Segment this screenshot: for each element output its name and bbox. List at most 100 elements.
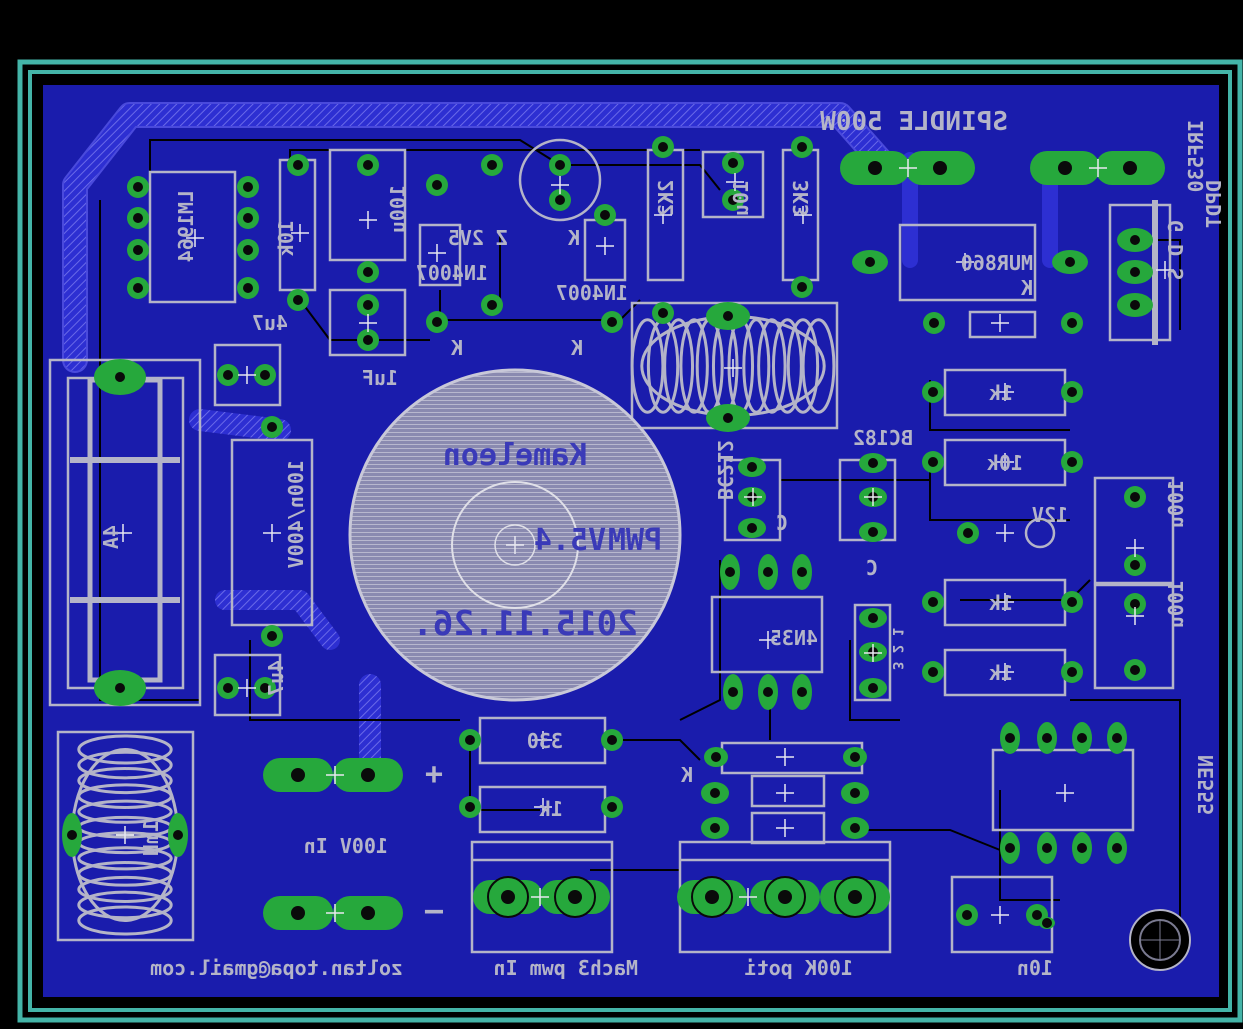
pad-drill [293,295,303,305]
label-choke: 1mH [139,820,163,856]
label-d1: 1N4007 [416,261,488,285]
pad-drill [267,631,277,641]
coil-winding [663,318,695,414]
pad-drill [115,372,125,382]
pad-drill [465,735,475,745]
pad-drill [725,567,735,577]
pad-drill [850,823,860,833]
pad-drill [243,213,253,223]
pad-drill [487,300,497,310]
pad-drill [928,457,938,467]
label-mkt: 100n/400V [284,460,308,568]
pad-drill [797,282,807,292]
label-c2: C [866,556,878,580]
pad-drill [501,890,515,904]
pad-drill [1067,318,1077,328]
pad-drill [363,335,373,345]
pad-drill [1065,257,1075,267]
label-1k-a: 1k [989,381,1013,405]
label-power-in: 100V In [304,834,388,858]
pad-drill [723,311,733,321]
logo-date: 2015.11.26. [412,604,637,644]
label-bc182: BC182 [853,426,913,450]
pad-drill [363,160,373,170]
label-1uf: 1uF [362,366,398,390]
pad-drill [868,683,878,693]
pad-drill [432,317,442,327]
pad-drill [291,768,305,782]
pad-drill [711,752,721,762]
coil-winding [786,318,820,414]
pad-drill [1042,843,1052,853]
pad-drill [133,283,143,293]
pad-drill [1058,161,1072,175]
pad-drill [432,180,442,190]
pad-drill [928,667,938,677]
pad-drill [728,687,738,697]
pad-drill [928,597,938,607]
label-4u7-a: 4u7 [252,311,288,335]
ic-4n35-outline [710,595,824,674]
pad-drill [291,906,305,920]
label-12v: 12V [1032,503,1068,527]
pad-drill [465,802,475,812]
pad-drill [243,283,253,293]
pad-drill [763,567,773,577]
pad-drill [267,422,277,432]
pad-drill [1112,843,1122,853]
pad-drill [868,458,878,468]
pad-drill [763,687,773,697]
pad-drill [658,142,668,152]
pad-drill [173,830,183,840]
pad-drill [1067,457,1077,467]
kameleon-logo: Kameleon V5.4 PWM 2015.11.26. [348,368,682,702]
pad-drill [1077,733,1087,743]
ic-ne555-outline [991,748,1135,832]
coil-winding [630,318,665,414]
pad-drill [1130,560,1140,570]
pad-drill [1130,235,1140,245]
pad-drill [1130,492,1140,502]
label-mosfet: IRF530 [1184,120,1208,192]
pad-drill [243,182,253,192]
silkscreen-text: SPINDLE 500W DPDT LM1964 10k 100u 4u7 1u… [99,107,1226,980]
cap-elec-outline [518,138,602,222]
label-100u-c: 100u [1164,580,1188,628]
cap-100u-outline [328,148,407,262]
board-title: SPINDLE 500W [820,107,1008,137]
label-3k3: 3K3 [789,180,813,216]
component-origin-markers [114,159,1174,924]
pad-drill [1032,910,1042,920]
pad-drill [658,308,668,318]
coil-winding [77,875,173,903]
pad-drill [933,161,947,175]
pad-drill [607,317,617,327]
pad-drill [797,687,807,697]
pad-drill [243,245,253,255]
coil-winding [77,905,173,936]
label-10u: 10u [729,180,753,216]
pad-drill [1130,267,1140,277]
label-dpdt: DPDT [1202,180,1226,228]
pad-drill [928,387,938,397]
pad-drill [487,160,497,170]
pad-drill [1112,733,1122,743]
pad-drill [361,906,375,920]
coil-winding [77,734,173,765]
label-1k-c: 1k [989,661,1013,685]
pad-drill [963,528,973,538]
label-gds: G D S [1164,220,1188,280]
pad-drill [1067,387,1077,397]
logo-name: Kameleon [443,438,588,473]
pad-drill [868,527,878,537]
coil-winding [771,318,803,414]
pad-drill [705,890,719,904]
pad-drill [1077,843,1087,853]
pad-drill [747,523,757,533]
pad-drill [293,160,303,170]
pad-drill [133,182,143,192]
pad-drill [223,683,233,693]
pad-drill [133,213,143,223]
pad-drill [868,613,878,623]
